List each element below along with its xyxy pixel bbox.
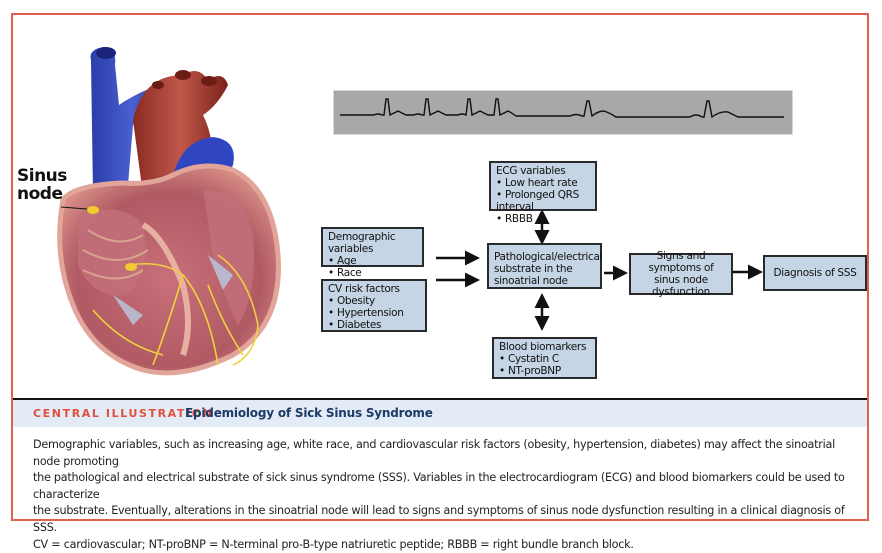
ecg-item-3-text: RBBB: [504, 213, 533, 225]
box-demographic-variables: Demographic variables • Age • Race: [321, 227, 424, 279]
box-substrate: Pathological/electrical substrate in the…: [487, 243, 603, 289]
flow-arrows: [436, 209, 763, 331]
demographic-title: Demographic variables: [328, 231, 396, 255]
biomarkers-item-1: • Cystatin C: [499, 353, 559, 365]
cv-risk-item-2: • Hypertension: [328, 307, 404, 319]
substrate-title: Pathological/electrical substrate in the…: [494, 251, 603, 287]
cv-risk-title: CV risk factors: [328, 283, 400, 295]
diagnosis-title: Diagnosis of SSS: [773, 267, 857, 279]
cv-risk-item-1-text: Obesity: [336, 295, 375, 307]
demographic-item-1: • Age: [328, 255, 357, 267]
ecg-trace-icon: [340, 98, 784, 119]
ecg-strip: [333, 90, 793, 135]
ecg-item-2-text: Prolonged QRS interval: [496, 189, 580, 213]
cv-risk-item-2-text: Hypertension: [336, 307, 404, 319]
demographic-item-2-text: Race: [336, 267, 362, 279]
ecg-item-2: • Prolonged QRS interval: [496, 189, 580, 213]
sinus-node-label: Sinus node: [17, 167, 67, 203]
biomarkers-title: Blood biomarkers: [499, 341, 587, 353]
ecg-item-1-text: Low heart rate: [504, 177, 578, 189]
box-blood-biomarkers: Blood biomarkers • Cystatin C • NT-proBN…: [492, 337, 597, 379]
box-diagnosis: Diagnosis of SSS: [763, 255, 867, 291]
ecg-item-1: • Low heart rate: [496, 177, 578, 189]
biomarkers-item-2: • NT-proBNP: [499, 365, 561, 377]
box-ecg-variables: ECG variables • Low heart rate • Prolong…: [489, 161, 597, 225]
demographic-item-1-text: Age: [336, 255, 357, 267]
cv-risk-item-3: • Diabetes: [328, 319, 382, 331]
ecg-item-3: • RBBB: [496, 213, 533, 225]
caption-bar: CENTRAL ILLUSTRATION Epidemiology of Sic…: [13, 398, 867, 427]
caption-line-3: the substrate. Eventually, alterations i…: [33, 504, 845, 534]
central-illustration-tag: CENTRAL ILLUSTRATION: [33, 407, 214, 420]
box-cv-risk-factors: CV risk factors • Obesity • Hypertension…: [321, 279, 427, 332]
central-illustration-frame: Sinus node: [11, 13, 869, 551]
sinus-label-line2: node: [17, 184, 63, 204]
vena-cava: [90, 47, 173, 195]
caption-line-1: Demographic variables, such as increasin…: [33, 438, 835, 468]
sinus-node-marker: [87, 206, 99, 214]
ecg-variables-title: ECG variables: [496, 165, 566, 177]
illustration-area: Sinus node: [13, 15, 867, 397]
av-node-marker: [125, 263, 137, 271]
caption-line-4: CV = cardiovascular; NT-proBNP = N-termi…: [33, 537, 634, 551]
sinus-node-pointer: [60, 206, 88, 210]
biomarkers-item-1-text: Cystatin C: [507, 353, 559, 365]
signs-title: Signs and symptoms of sinus node dysfunc…: [648, 250, 714, 298]
caption-line-2: the pathological and electrical substrat…: [33, 471, 845, 501]
caption-title: Epidemiology of Sick Sinus Syndrome: [185, 406, 433, 420]
heart-illustration: [57, 47, 281, 376]
box-signs-symptoms: Signs and symptoms of sinus node dysfunc…: [629, 250, 733, 298]
biomarkers-item-2-text: NT-proBNP: [507, 365, 561, 377]
demographic-item-2: • Race: [328, 267, 362, 279]
sinus-label-line1: Sinus: [17, 166, 67, 186]
cv-risk-item-1: • Obesity: [328, 295, 375, 307]
cv-risk-item-3-text: Diabetes: [336, 319, 382, 331]
